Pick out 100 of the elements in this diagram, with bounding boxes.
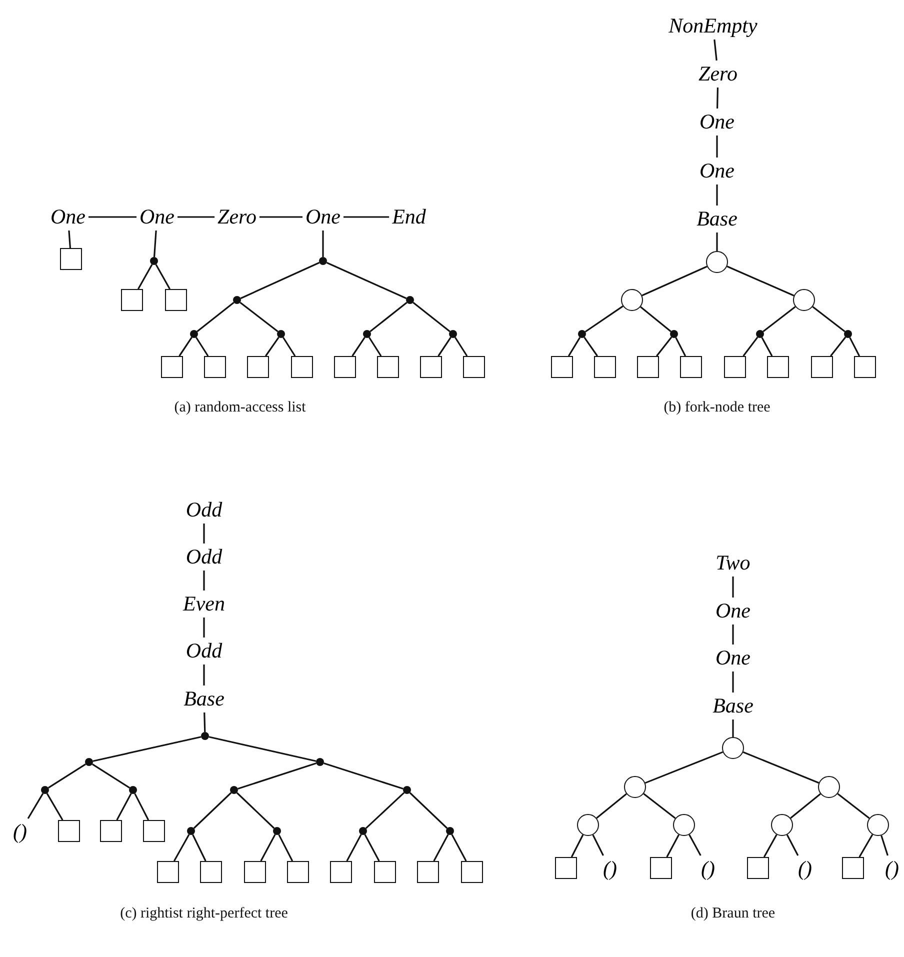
tree-edge bbox=[837, 793, 870, 819]
leaf-square bbox=[60, 248, 82, 270]
tree-edge bbox=[732, 720, 734, 737]
caption: (b) fork-node tree bbox=[664, 400, 770, 416]
fork-dot bbox=[319, 257, 327, 265]
fork-dot bbox=[316, 758, 324, 766]
tree-edge bbox=[192, 834, 206, 862]
node-label: Base bbox=[696, 208, 738, 230]
leaf-square bbox=[680, 356, 702, 378]
tree-node-circle bbox=[771, 814, 793, 836]
tree-edge bbox=[193, 792, 232, 829]
tree-edge bbox=[592, 834, 604, 856]
node-label: One bbox=[698, 110, 736, 134]
leaf-square bbox=[461, 861, 483, 883]
leaf-square bbox=[143, 820, 165, 842]
tree-edge bbox=[454, 336, 468, 356]
fork-dot bbox=[403, 786, 411, 794]
tree-edge bbox=[656, 336, 672, 356]
tree-node-circle bbox=[577, 814, 599, 836]
tree-edge bbox=[742, 336, 758, 356]
tree-edge bbox=[761, 337, 773, 356]
caption: (d) Braun tree bbox=[690, 906, 776, 922]
tree-edge bbox=[732, 624, 734, 644]
tree-edge bbox=[732, 672, 734, 692]
tree-edge bbox=[68, 230, 72, 248]
tree-edge bbox=[640, 306, 672, 332]
tree-edge bbox=[48, 763, 86, 789]
node-label: Odd bbox=[184, 640, 224, 662]
fork-dot bbox=[449, 330, 457, 338]
node-label: () bbox=[602, 858, 618, 880]
tree-node-circle bbox=[673, 814, 695, 836]
leaf-square bbox=[244, 861, 266, 883]
tree-edge bbox=[368, 336, 382, 356]
leaf-square bbox=[811, 356, 833, 378]
tree-edge bbox=[726, 266, 794, 296]
tree-edge bbox=[716, 87, 719, 109]
fork-dot bbox=[187, 827, 195, 835]
leaf-square bbox=[842, 857, 864, 879]
tree-edge bbox=[370, 302, 408, 332]
fork-dot bbox=[446, 827, 454, 835]
tree-edge bbox=[812, 306, 846, 332]
fork-dot bbox=[233, 296, 241, 304]
node-label: () bbox=[700, 858, 716, 880]
tree-edge bbox=[322, 230, 324, 257]
tree-node-circle bbox=[793, 289, 815, 311]
fork-dot bbox=[85, 758, 93, 766]
tree-edge bbox=[260, 834, 276, 862]
tree-edge bbox=[173, 834, 190, 862]
node-label: () bbox=[884, 858, 900, 880]
leaf-square bbox=[854, 356, 876, 378]
fork-dot bbox=[359, 827, 367, 835]
node-label: One bbox=[50, 206, 86, 228]
node-label: Zero bbox=[698, 62, 738, 86]
fork-dot bbox=[363, 330, 371, 338]
node-label: One bbox=[714, 646, 752, 670]
tree-edge bbox=[849, 337, 860, 356]
leaf-square bbox=[594, 356, 616, 378]
leaf-square bbox=[100, 820, 122, 842]
tree-edge bbox=[240, 262, 320, 300]
node-label: Odd bbox=[184, 546, 224, 568]
tree-edge bbox=[364, 834, 380, 862]
node-label: Odd bbox=[184, 498, 224, 522]
leaf-square bbox=[161, 356, 183, 378]
tree-edge bbox=[195, 336, 209, 356]
tree-edge bbox=[716, 232, 718, 251]
leaf-square bbox=[165, 289, 187, 311]
tree-edge bbox=[203, 570, 205, 590]
tree-edge bbox=[326, 262, 407, 300]
tree-edge bbox=[762, 306, 796, 332]
tree-node-circle bbox=[706, 251, 728, 273]
leaf-square bbox=[291, 356, 313, 378]
tree-edge bbox=[92, 736, 202, 762]
tree-edge bbox=[365, 792, 405, 829]
node-label: One bbox=[698, 160, 736, 182]
tree-edge bbox=[153, 230, 157, 258]
fork-dot bbox=[844, 330, 852, 338]
tree-edge bbox=[584, 336, 598, 356]
leaf-square bbox=[650, 857, 672, 879]
tree-edge bbox=[238, 762, 316, 790]
tree-edge bbox=[714, 39, 718, 61]
tree-edge bbox=[259, 216, 302, 218]
leaf-square bbox=[724, 356, 746, 378]
leaf-square bbox=[420, 356, 442, 378]
leaf-square bbox=[767, 356, 789, 378]
fork-dot bbox=[41, 786, 49, 794]
leaf-square bbox=[287, 861, 309, 883]
tree-edge bbox=[763, 834, 778, 858]
node-label: Base bbox=[712, 694, 754, 718]
tree-edge bbox=[568, 337, 581, 356]
node-label: One bbox=[304, 206, 342, 228]
fork-dot bbox=[273, 827, 281, 835]
leaf-square bbox=[555, 857, 577, 879]
tree-edge bbox=[236, 792, 275, 829]
tree-edge bbox=[584, 306, 624, 332]
tree-edge bbox=[732, 576, 734, 598]
fork-dot bbox=[129, 786, 137, 794]
tree-edge bbox=[88, 216, 136, 218]
tree-edge bbox=[324, 762, 404, 790]
leaf-square bbox=[637, 356, 659, 378]
fork-dot bbox=[670, 330, 678, 338]
